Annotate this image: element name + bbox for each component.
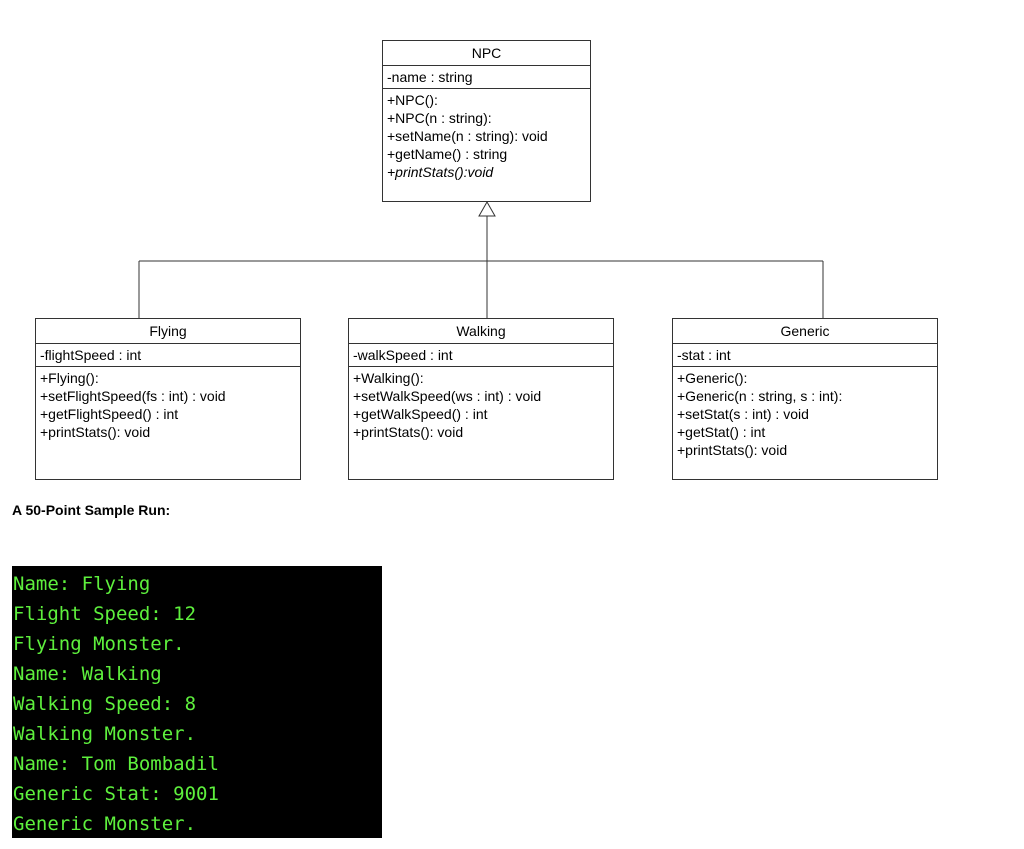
class-name: Walking bbox=[349, 319, 613, 344]
class-attributes: -walkSpeed : int bbox=[349, 344, 613, 367]
method: +getStat() : int bbox=[677, 424, 766, 440]
method: +getFlightSpeed() : int bbox=[40, 406, 179, 422]
attribute: -walkSpeed : int bbox=[353, 347, 453, 363]
class-methods: +Flying(): +setFlightSpeed(fs : int) : v… bbox=[36, 367, 300, 443]
console-line: Flight Speed: 12 bbox=[13, 603, 197, 625]
method: +getWalkSpeed() : int bbox=[353, 406, 488, 422]
method: +Generic(): bbox=[677, 370, 748, 386]
generalization-arrowhead bbox=[478, 200, 496, 217]
method: +NPC(): bbox=[387, 92, 438, 108]
method: +setWalkSpeed(ws : int) : void bbox=[353, 388, 542, 404]
class-attributes: -flightSpeed : int bbox=[36, 344, 300, 367]
class-attributes: -name : string bbox=[383, 66, 590, 89]
method: +Walking(): bbox=[353, 370, 424, 386]
console-line: Walking Monster. bbox=[13, 723, 197, 745]
class-npc: NPC -name : string +NPC(): +NPC(n : stri… bbox=[382, 40, 591, 202]
class-methods: +Generic(): +Generic(n : string, s : int… bbox=[673, 367, 937, 461]
abstract-method: +printStats():void bbox=[387, 164, 494, 180]
console-line: Name: Flying bbox=[13, 573, 151, 595]
console-line: Generic Monster. bbox=[13, 813, 197, 835]
method: +printStats(): void bbox=[677, 442, 788, 458]
console-line: Generic Stat: 9001 bbox=[13, 783, 219, 805]
console-output: Name: Flying Flight Speed: 12 Flying Mon… bbox=[12, 566, 382, 838]
class-flying: Flying -flightSpeed : int +Flying(): +se… bbox=[35, 318, 301, 480]
method: +Generic(n : string, s : int): bbox=[677, 388, 843, 404]
method: +getName() : string bbox=[387, 146, 508, 162]
console-line: Walking Speed: 8 bbox=[13, 693, 197, 715]
method: +setName(n : string): void bbox=[387, 128, 548, 144]
class-name: Generic bbox=[673, 319, 937, 344]
class-attributes: -stat : int bbox=[673, 344, 937, 367]
attribute: -stat : int bbox=[677, 347, 731, 363]
class-methods: +NPC(): +NPC(n : string): +setName(n : s… bbox=[383, 89, 590, 183]
console-line: Flying Monster. bbox=[13, 633, 185, 655]
attribute: -name : string bbox=[387, 69, 473, 85]
method: +Flying(): bbox=[40, 370, 99, 386]
console-line: Name: Walking bbox=[13, 663, 162, 685]
method: +NPC(n : string): bbox=[387, 110, 492, 126]
method: +printStats(): void bbox=[353, 424, 464, 440]
attribute: -flightSpeed : int bbox=[40, 347, 142, 363]
method: +printStats(): void bbox=[40, 424, 151, 440]
method: +setFlightSpeed(fs : int) : void bbox=[40, 388, 226, 404]
class-methods: +Walking(): +setWalkSpeed(ws : int) : vo… bbox=[349, 367, 613, 443]
class-generic: Generic -stat : int +Generic(): +Generic… bbox=[672, 318, 938, 480]
console-line: Name: Tom Bombadil bbox=[13, 753, 219, 775]
class-name: NPC bbox=[383, 41, 590, 66]
class-name: Flying bbox=[36, 319, 300, 344]
class-walking: Walking -walkSpeed : int +Walking(): +se… bbox=[348, 318, 614, 480]
sample-run-caption: A 50-Point Sample Run: bbox=[12, 502, 171, 518]
method: +setStat(s : int) : void bbox=[677, 406, 809, 422]
